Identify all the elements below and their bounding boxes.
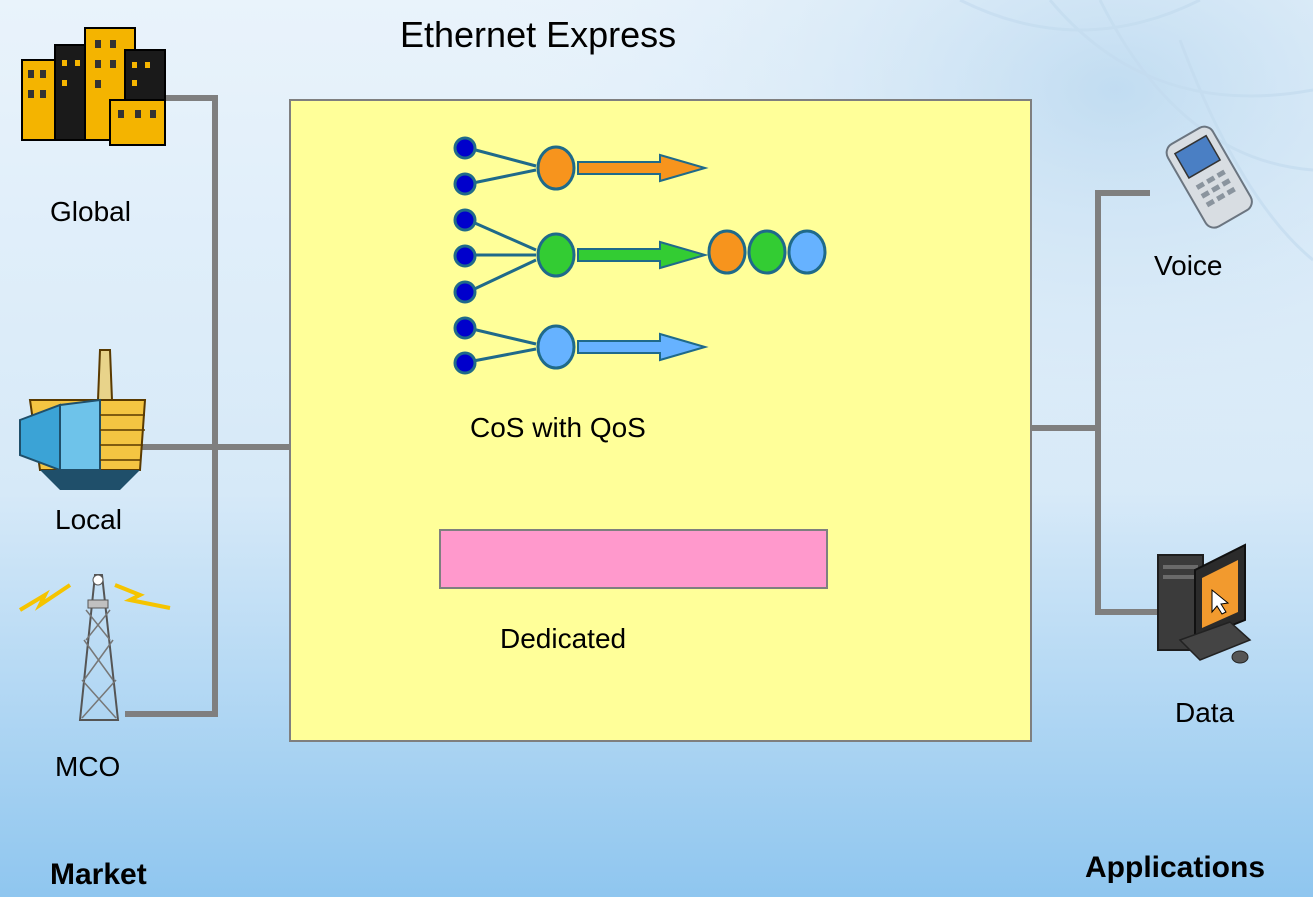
market-label-global: Global — [50, 196, 131, 227]
ethernet-express-panel — [289, 99, 1032, 742]
market-label-mco: MCO — [55, 751, 121, 782]
green-output-arrow — [577, 240, 709, 270]
queue-green-packet — [747, 229, 787, 275]
radio-tower-icon — [18, 574, 171, 721]
desktop-computer-icon — [1157, 543, 1252, 664]
market-heading: Market — [50, 858, 147, 891]
application-label-voice: Voice — [1154, 250, 1223, 281]
cos-orange-node — [536, 145, 576, 191]
application-connector-lines — [1031, 190, 1160, 615]
ship-icon — [19, 349, 147, 490]
dedicated-label: Dedicated — [500, 623, 627, 654]
source-dots — [453, 136, 477, 375]
applications-heading: Applications — [1085, 851, 1266, 884]
dedicated-bar — [439, 529, 828, 589]
source-flow-arrows — [467, 146, 537, 364]
queue-orange-packet — [707, 229, 747, 275]
cos-qos-label: CoS with QoS — [470, 412, 646, 443]
market-connector-lines — [125, 95, 290, 717]
city-buildings-icon — [21, 27, 166, 146]
diagram-title: Ethernet Express — [400, 14, 677, 55]
orange-output-arrow — [577, 153, 709, 183]
cos-green-node — [536, 232, 576, 278]
cos-blue-node — [536, 324, 576, 370]
market-label-local: Local — [55, 504, 122, 535]
mobile-phone-icon — [1165, 125, 1253, 229]
queue-blue-packet — [787, 229, 827, 275]
blue-output-arrow — [577, 332, 709, 362]
application-label-data: Data — [1175, 697, 1235, 728]
